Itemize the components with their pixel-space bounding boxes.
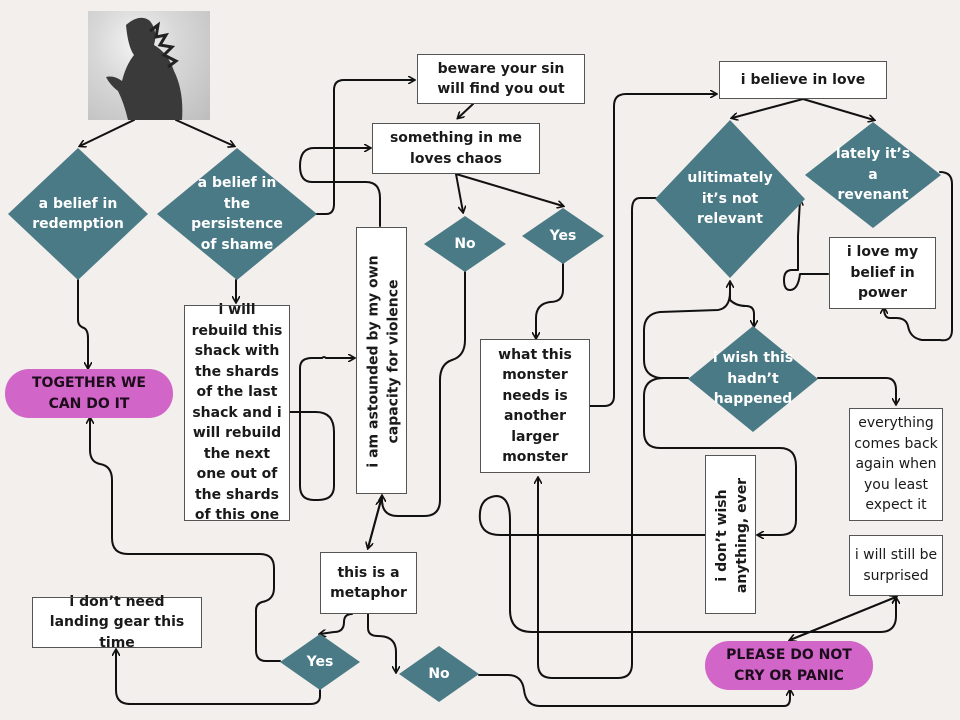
box-rebuild-shack: i will rebuild this shack with the shard… — [184, 302, 290, 523]
edge-no-cry — [478, 674, 790, 707]
box-dont-wish: i don’t wish anything, ever — [705, 455, 756, 614]
diamond-metaphor-yes: Yes — [280, 634, 360, 690]
box-metaphor: this is a metaphor — [320, 552, 417, 614]
edge-yes-landing — [116, 650, 321, 705]
box-landing-gear: i don’t need landing gear this time — [32, 594, 202, 651]
diamond-label: No — [428, 665, 450, 682]
terminal-do-not-cry: PLEASE DO NOT CRY OR PANIC — [705, 641, 873, 690]
edge-revenant-power — [884, 171, 953, 342]
diamond-chaos-no: No — [424, 216, 506, 272]
box-everything-back: everything comes back again when you lea… — [849, 408, 943, 521]
godzilla-photo — [88, 11, 210, 120]
box-beware-sin: beware your sin will find you out — [417, 54, 585, 104]
diamond-belief-redemption: a belief in redemption — [8, 148, 148, 280]
box-monster-needs: what this monster needs is another large… — [480, 339, 590, 473]
diamond-label: a belief in redemption — [32, 195, 124, 233]
box-still-surprised: i will still be surprised — [849, 535, 943, 596]
edge-beware-chaos — [458, 103, 474, 118]
edge-love-relevant — [732, 98, 804, 118]
edge-yes-monster — [536, 261, 564, 338]
diamond-label: Yes — [549, 227, 577, 244]
edge-no-astounded — [382, 271, 466, 517]
edge-rebuild-astounded — [289, 357, 354, 501]
box-dont-wish-text: i don’t wish anything, ever — [713, 477, 750, 594]
edge-yes-together — [90, 418, 281, 662]
edge-love-revenant — [802, 98, 874, 120]
edge-relevant-wish — [729, 281, 754, 326]
edge-chaos-yes — [455, 173, 563, 206]
diamond-wish-hadnt: i wish this hadn’t happened — [688, 326, 818, 432]
edge-photo-redemption — [80, 119, 135, 146]
box-astounded: i am astounded by my own capacity for vi… — [356, 227, 407, 494]
diamond-revenant: lately it’s a revenant — [805, 122, 941, 228]
diamond-chaos-yes: Yes — [522, 208, 604, 264]
diamond-label: i wish this hadn’t happened — [712, 350, 794, 408]
diamond-label: lately it’s a revenant — [835, 146, 911, 204]
terminal-together: TOGETHER WE CAN DO IT — [5, 369, 173, 418]
diamond-label: ulitimately it’s not relevant — [687, 170, 773, 228]
edge-metaphor-no — [367, 613, 396, 672]
edge-metaphor-yes — [320, 613, 353, 634]
diamond-label: a belief in the persistence of shame — [191, 175, 283, 253]
diamond-label: Yes — [306, 653, 334, 670]
box-believe-love: i believe in love — [719, 61, 887, 99]
edge-chaos-no — [455, 173, 463, 212]
box-belief-power: i love my belief in power — [829, 237, 936, 309]
edge-monster-love — [589, 94, 716, 407]
diamond-metaphor-no: No — [399, 646, 479, 702]
diamond-label: No — [454, 235, 476, 252]
box-astounded-text: i am astounded by my own capacity for vi… — [365, 255, 401, 468]
edge-relevant-loop — [538, 197, 657, 679]
diamond-belief-shame: a belief in the persistence of shame — [157, 148, 317, 280]
edge-wish-everything — [817, 377, 896, 404]
edge-power-relevant — [783, 200, 829, 291]
edge-redemption-together — [77, 279, 88, 368]
diamond-not-relevant: ulitimately it’s not relevant — [655, 120, 805, 278]
box-loves-chaos: something in me loves chaos — [372, 123, 540, 174]
godzilla-silhouette-icon — [106, 17, 183, 120]
edge-astounded-chaos — [299, 148, 381, 227]
edge-photo-shame — [175, 119, 234, 146]
